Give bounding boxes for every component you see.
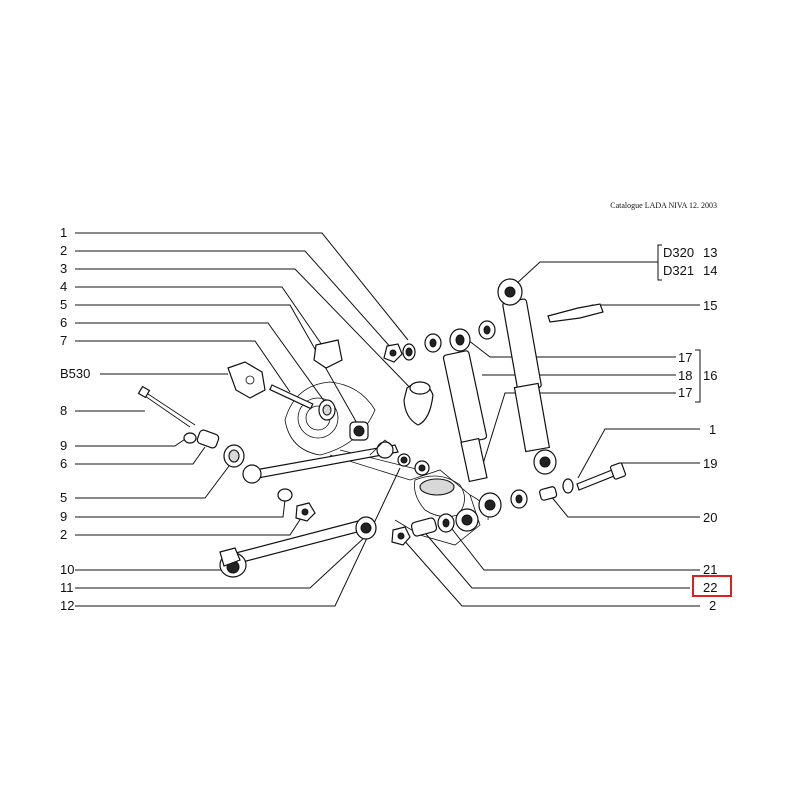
label-10: 10 [60, 562, 74, 577]
washer-lower-right [437, 513, 455, 533]
label-2b: 2 [60, 527, 67, 542]
label-6: 6 [60, 315, 67, 330]
pin-15 [547, 303, 604, 323]
bushing-5-left [223, 444, 245, 468]
label-3: 3 [60, 261, 67, 276]
shock-absorber-right [497, 278, 557, 475]
label-6b: 6 [60, 456, 67, 471]
label-2: 2 [60, 243, 67, 258]
bolt-7 [269, 384, 314, 410]
nut-2-upper [383, 343, 403, 363]
label-18: 18 [678, 368, 692, 383]
right-labels: D320 13 D321 14 15 17 18 16 17 1 19 20 2… [663, 245, 717, 613]
leader-lines-right [401, 261, 700, 607]
bolt-8 [137, 385, 196, 428]
bolt-19 [576, 462, 627, 491]
label-4: 4 [60, 279, 67, 294]
bushing-5-upper [349, 421, 369, 441]
label-1: 1 [60, 225, 67, 240]
label-11: 11 [60, 580, 74, 595]
bushing-6-upper [318, 399, 336, 421]
label-17a: 17 [678, 350, 692, 365]
label-12: 12 [60, 598, 74, 613]
label-1-right: 1 [709, 422, 716, 437]
label-b530: B530 [60, 366, 90, 381]
bracket-16 [695, 349, 701, 403]
label-20: 20 [703, 510, 717, 525]
nut-2-lower-right [391, 526, 411, 546]
bump-stop-part [313, 339, 343, 369]
washer-1-right [562, 478, 574, 494]
label-21: 21 [703, 562, 717, 577]
ring-upper [397, 453, 411, 467]
bushing-17-lower [510, 489, 528, 509]
label-17b: 17 [678, 385, 692, 400]
bushing-17-top [424, 320, 496, 353]
label-22: 22 [703, 580, 717, 595]
shock-absorber-left [442, 328, 502, 518]
highlight-box-22 [692, 575, 732, 597]
label-9: 9 [60, 438, 67, 453]
label-13: 13 [703, 245, 717, 260]
label-8: 8 [60, 403, 67, 418]
washer-9-left [183, 432, 197, 444]
leader-lines-left [75, 232, 421, 607]
label-19: 19 [703, 456, 717, 471]
washer-1 [402, 343, 416, 361]
label-d320: D320 [663, 245, 694, 260]
label-9b: 9 [60, 509, 67, 524]
nut-2-lower [295, 502, 316, 522]
catalog-header: Catalogue LADA NIVA 12. 2003 [610, 201, 717, 210]
b530-bracket [227, 361, 266, 399]
label-5: 5 [60, 297, 67, 312]
bushing-21 [455, 508, 479, 532]
bushing-22 [410, 517, 438, 537]
label-5b: 5 [60, 490, 67, 505]
left-labels: 1 2 3 4 5 6 7 B530 8 9 6 5 9 2 10 11 12 [60, 225, 90, 613]
cap-3 [403, 381, 434, 426]
label-16: 16 [703, 368, 717, 383]
bushing-20 [539, 486, 558, 501]
ring-upper-2 [414, 460, 430, 476]
label-2-right: 2 [709, 598, 716, 613]
label-d321: D321 [663, 263, 694, 278]
label-7: 7 [60, 333, 67, 348]
label-14: 14 [703, 263, 717, 278]
upper-link-rod [242, 439, 399, 484]
rear-suspension-drawing [137, 278, 627, 578]
washer-9-lower [277, 488, 293, 502]
bushing-6-left [196, 429, 220, 449]
d-bracket [657, 244, 662, 281]
lower-link-rod [219, 516, 377, 578]
label-15: 15 [703, 298, 717, 313]
